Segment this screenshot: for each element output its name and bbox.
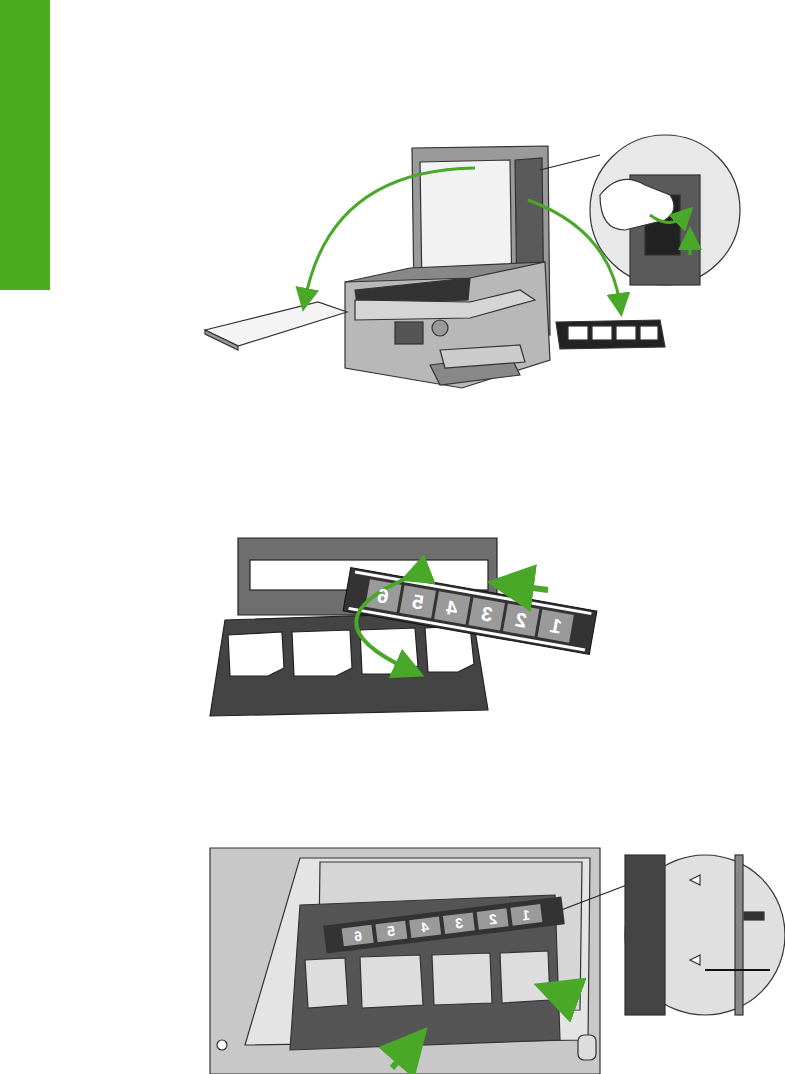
align-arrow xyxy=(392,1045,412,1068)
fold-arrow xyxy=(356,575,415,670)
move-arrow xyxy=(689,238,692,255)
insert-arrow xyxy=(510,585,548,590)
align-arrow xyxy=(556,992,578,1000)
frame-number: 6 xyxy=(353,928,362,943)
move-arrow xyxy=(650,215,685,223)
section-bar xyxy=(0,0,50,290)
move-arrow xyxy=(305,168,475,300)
frame-number: 4 xyxy=(420,920,429,935)
frame-number: 3 xyxy=(454,916,463,931)
frame-number: 2 xyxy=(488,912,497,927)
film-strip xyxy=(343,568,597,655)
scanner-figure xyxy=(210,848,785,1074)
printer-figure xyxy=(205,135,740,388)
move-arrow xyxy=(528,200,620,305)
film-strip xyxy=(323,896,565,953)
